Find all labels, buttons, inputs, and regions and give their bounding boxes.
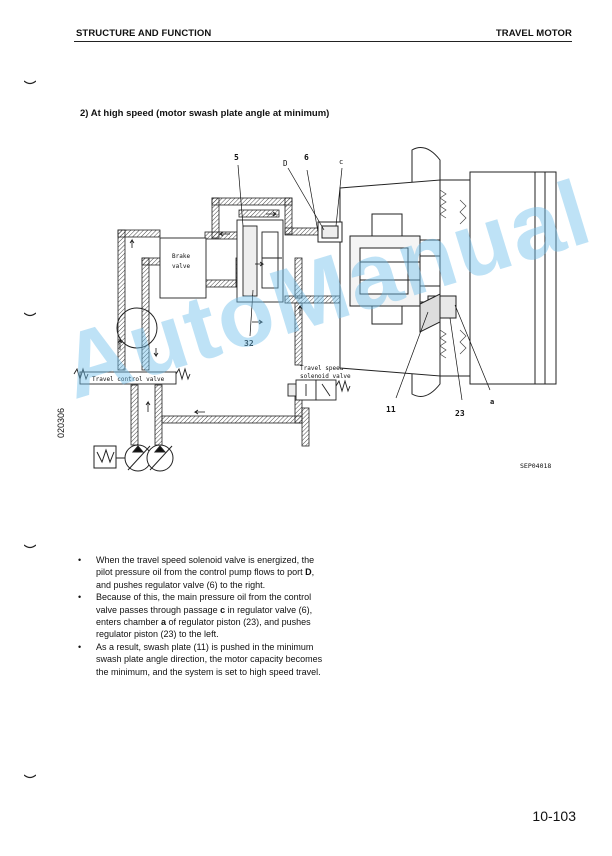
note-text: As a result, swash plate (11) is pushed …	[96, 641, 323, 677]
page-number: 10-103	[532, 808, 576, 824]
note-emphasis: c	[220, 604, 226, 615]
callout-a: a	[490, 398, 494, 406]
hydraulic-circuit-diagram: Brake valve Travel control valve	[73, 147, 557, 472]
travel-motor-body	[317, 147, 557, 397]
section-title: 2) At high speed (motor swash plate angl…	[80, 108, 330, 119]
swivel-joint-circle	[116, 307, 158, 349]
travel-control-valve	[73, 367, 191, 385]
note-text: of regulator piston (23), and pushes reg…	[96, 617, 311, 640]
header-section: STRUCTURE AND FUNCTION	[76, 28, 212, 39]
solenoid-valve-label: Travel speed	[300, 365, 344, 372]
bullet: •	[78, 641, 82, 652]
callout-6: 6	[304, 153, 309, 162]
figure-code: SEP04018	[520, 462, 552, 470]
margin-mark	[24, 80, 36, 86]
margin-mark	[24, 774, 36, 780]
motor-gear-detail	[439, 189, 467, 359]
brake-valve	[159, 237, 207, 299]
note-text: When the travel speed solenoid valve is …	[96, 555, 315, 578]
callout-leaders	[237, 164, 491, 401]
callout-23: 23	[455, 409, 465, 418]
travel-speed-solenoid-valve	[287, 379, 351, 401]
brake-valve-label: Brake	[172, 253, 190, 260]
header-chapter: TRAVEL MOTOR	[495, 28, 572, 39]
engine-symbol	[93, 445, 125, 469]
callout-5: 5	[234, 153, 239, 162]
list-item: • As a result, swash plate (11) is pushe…	[78, 641, 324, 678]
callout-D: D	[283, 159, 288, 168]
callout-11: 11	[386, 405, 396, 414]
note-emphasis: D	[305, 567, 312, 578]
explanation-list: • When the travel speed solenoid valve i…	[78, 554, 324, 678]
flow-arrows	[117, 211, 396, 415]
margin-mark	[24, 312, 36, 318]
brake-valve-label: valve	[172, 263, 190, 270]
bullet: •	[78, 592, 82, 603]
list-item: • Because of this, the main pressure oil…	[78, 591, 324, 641]
callout-32: 32	[244, 339, 254, 348]
counterbalance-spool	[236, 219, 284, 303]
travel-control-valve-label: Travel control valve	[92, 376, 165, 383]
callout-c: c	[339, 158, 343, 166]
note-emphasis: a	[161, 617, 167, 628]
list-item: • When the travel speed solenoid valve i…	[78, 554, 324, 591]
note-text: , and pushes regulator valve (6) to the …	[96, 567, 315, 590]
header-rule	[74, 41, 572, 42]
note-text: Because of this, the main pressure oil f…	[96, 592, 312, 615]
main-pumps	[124, 444, 174, 472]
margin-mark	[24, 544, 36, 550]
solenoid-valve-label: solenoid valve	[300, 373, 351, 380]
note-text: in regulator valve (6), enters chamber	[96, 604, 313, 628]
bullet: •	[78, 555, 82, 565]
